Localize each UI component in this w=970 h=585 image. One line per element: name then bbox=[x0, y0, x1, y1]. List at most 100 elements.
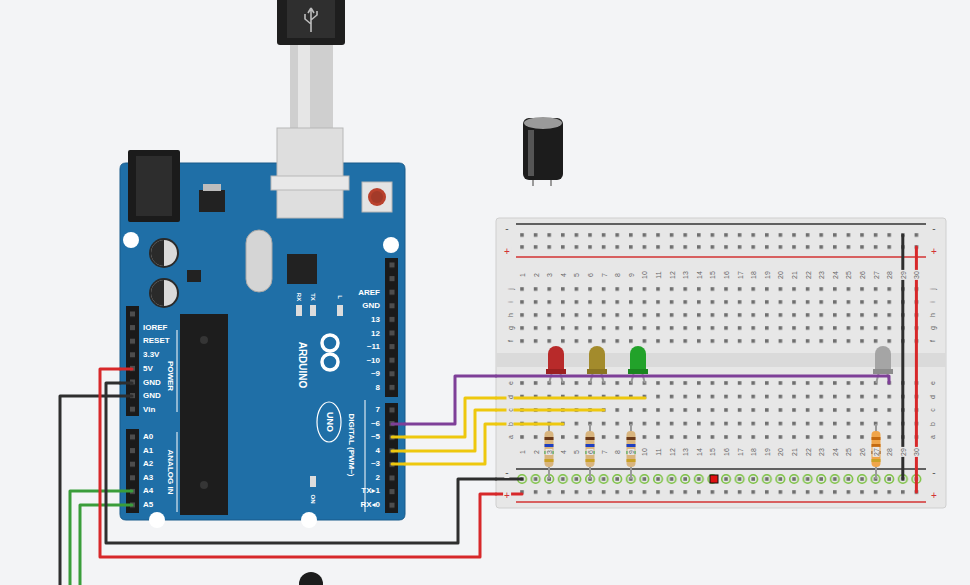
resistor-band bbox=[627, 444, 636, 447]
usb-symbol bbox=[305, 8, 317, 32]
pin-label: A3 bbox=[143, 474, 153, 482]
silkscreen-line bbox=[177, 330, 178, 412]
led-red bbox=[548, 346, 564, 371]
breadboard-label: 8 bbox=[614, 449, 621, 455]
breadboard-label: + bbox=[503, 247, 511, 257]
breadboard-label: d bbox=[929, 394, 936, 400]
board-led bbox=[310, 305, 316, 316]
pin-label: AREF bbox=[358, 289, 380, 297]
breadboard-label: 27 bbox=[872, 447, 879, 457]
pin-label: A5 bbox=[143, 501, 153, 509]
jumper-wire bbox=[100, 369, 496, 557]
breadboard-label: 24 bbox=[831, 270, 838, 280]
capacitor-top bbox=[151, 240, 177, 266]
led-rim bbox=[546, 369, 566, 374]
pin-label: TX bbox=[310, 293, 316, 301]
breadboard-label: 25 bbox=[845, 447, 852, 457]
breadboard-holes bbox=[518, 286, 920, 346]
jumper-wire bbox=[405, 410, 496, 451]
mounting-hole bbox=[123, 232, 139, 248]
breadboard-label: a bbox=[507, 434, 514, 440]
board-led bbox=[310, 476, 316, 487]
usb-cable bbox=[290, 40, 333, 130]
breadboard-label: 26 bbox=[859, 270, 866, 280]
resistor-symbol bbox=[545, 431, 554, 467]
breadboard-label: 19 bbox=[763, 270, 770, 280]
resistor-band bbox=[586, 437, 595, 440]
led-rim bbox=[873, 369, 893, 374]
pin-label: 13 bbox=[371, 316, 380, 324]
wire-stub bbox=[392, 423, 405, 426]
power-jack bbox=[128, 150, 180, 222]
header-pins bbox=[385, 258, 398, 397]
pin-label: ~6 bbox=[371, 420, 380, 428]
rail-line bbox=[516, 223, 926, 225]
pin-label: ~11 bbox=[367, 343, 380, 351]
power-jack-face bbox=[136, 156, 172, 216]
resistor-band bbox=[627, 437, 636, 440]
silkscreen-line bbox=[177, 432, 178, 512]
breadboard-label: 14 bbox=[695, 270, 702, 280]
pin-label: A1 bbox=[143, 447, 153, 455]
pin-label: 12 bbox=[371, 330, 380, 338]
rail-line bbox=[516, 468, 926, 470]
resistor-band bbox=[872, 459, 881, 462]
breadboard-label: 27 bbox=[872, 270, 879, 280]
breadboard-label: 28 bbox=[886, 270, 893, 280]
led-gray bbox=[875, 346, 891, 371]
breadboard-label: g bbox=[507, 325, 514, 331]
mounting-hole bbox=[149, 512, 165, 528]
led-rim bbox=[628, 369, 648, 374]
header-pins bbox=[126, 306, 139, 416]
breadboard-label: 11 bbox=[655, 447, 662, 456]
breadboard-label: 22 bbox=[804, 270, 811, 280]
arduino-board: AREFGND1312~11~10~987~6~54~32TX▸1RX◂0DIG… bbox=[120, 163, 405, 520]
capacitor-stripe bbox=[528, 130, 534, 176]
wire-stub bbox=[392, 436, 405, 439]
wire-stub bbox=[496, 397, 645, 400]
pin-label: Vin bbox=[143, 406, 155, 414]
breadboard-label: b bbox=[929, 421, 936, 427]
breadboard-label: c bbox=[929, 407, 936, 413]
breadboard-label: h bbox=[929, 312, 936, 318]
breadboard-label: 5 bbox=[573, 272, 580, 278]
capacitor-top bbox=[149, 238, 179, 268]
wire-stub bbox=[392, 450, 405, 453]
resistor-band bbox=[627, 459, 636, 462]
rail-holes bbox=[518, 489, 920, 495]
jumper-wire bbox=[405, 424, 496, 464]
breadboard-label: 7 bbox=[600, 272, 607, 278]
resistor-band bbox=[586, 459, 595, 462]
pin-label: DIGITAL (PWM~) bbox=[347, 413, 355, 476]
chip-dot bbox=[200, 481, 208, 489]
pin-label: RESET bbox=[143, 337, 170, 345]
capacitor-top bbox=[151, 280, 177, 306]
breadboard-label: - bbox=[931, 468, 936, 478]
capacitor-mark bbox=[151, 280, 164, 306]
breadboard-label: 23 bbox=[818, 447, 825, 457]
breadboard-label: 4 bbox=[559, 449, 566, 455]
breadboard-label: 16 bbox=[723, 447, 730, 457]
pin-label: GND bbox=[143, 379, 161, 387]
breadboard-label: 30 bbox=[913, 447, 920, 457]
breadboard-label: 10 bbox=[641, 447, 648, 457]
pin-label: POWER bbox=[166, 361, 174, 391]
pin-label: ARDUINO bbox=[297, 342, 307, 389]
breadboard-label: 17 bbox=[736, 270, 743, 280]
wire-stub bbox=[392, 463, 405, 466]
resistor-symbol bbox=[586, 431, 595, 467]
reset-cap bbox=[368, 188, 386, 206]
pin-label: A4 bbox=[143, 487, 153, 495]
arduino-logo bbox=[322, 354, 338, 370]
header-pins bbox=[126, 429, 139, 513]
rail-line bbox=[516, 256, 926, 258]
regulator-tab bbox=[203, 184, 221, 191]
breadboard-label: 17 bbox=[736, 447, 743, 457]
temperature-sensor bbox=[299, 572, 323, 585]
breadboard-label: 12 bbox=[668, 270, 675, 280]
microcontroller-chip bbox=[180, 314, 228, 515]
